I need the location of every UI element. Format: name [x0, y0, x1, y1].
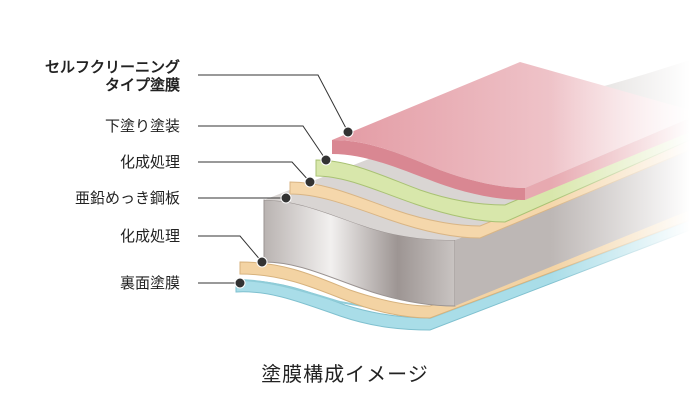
label-self-cleaning: セルフクリーニング タイプ塗膜 — [45, 58, 180, 94]
label-self-cleaning-line1: セルフクリーニング — [44, 58, 180, 76]
conversion-bottom-layer — [239, 209, 690, 319]
diagram-caption: 塗膜構成イメージ — [261, 362, 429, 386]
leader-dots — [234, 126, 354, 289]
label-back-coat: 裏面塗膜 — [119, 274, 180, 292]
label-undercoat: 下塗り塗装 — [104, 117, 180, 135]
label-conversion-top: 化成処理 — [119, 153, 180, 171]
leader-lines — [198, 74, 349, 284]
label-self-cleaning-line2: タイプ塗膜 — [104, 76, 180, 94]
label-conversion-bottom: 化成処理 — [119, 227, 180, 245]
label-steel-sheet: 亜鉛めっき鋼板 — [74, 189, 180, 207]
